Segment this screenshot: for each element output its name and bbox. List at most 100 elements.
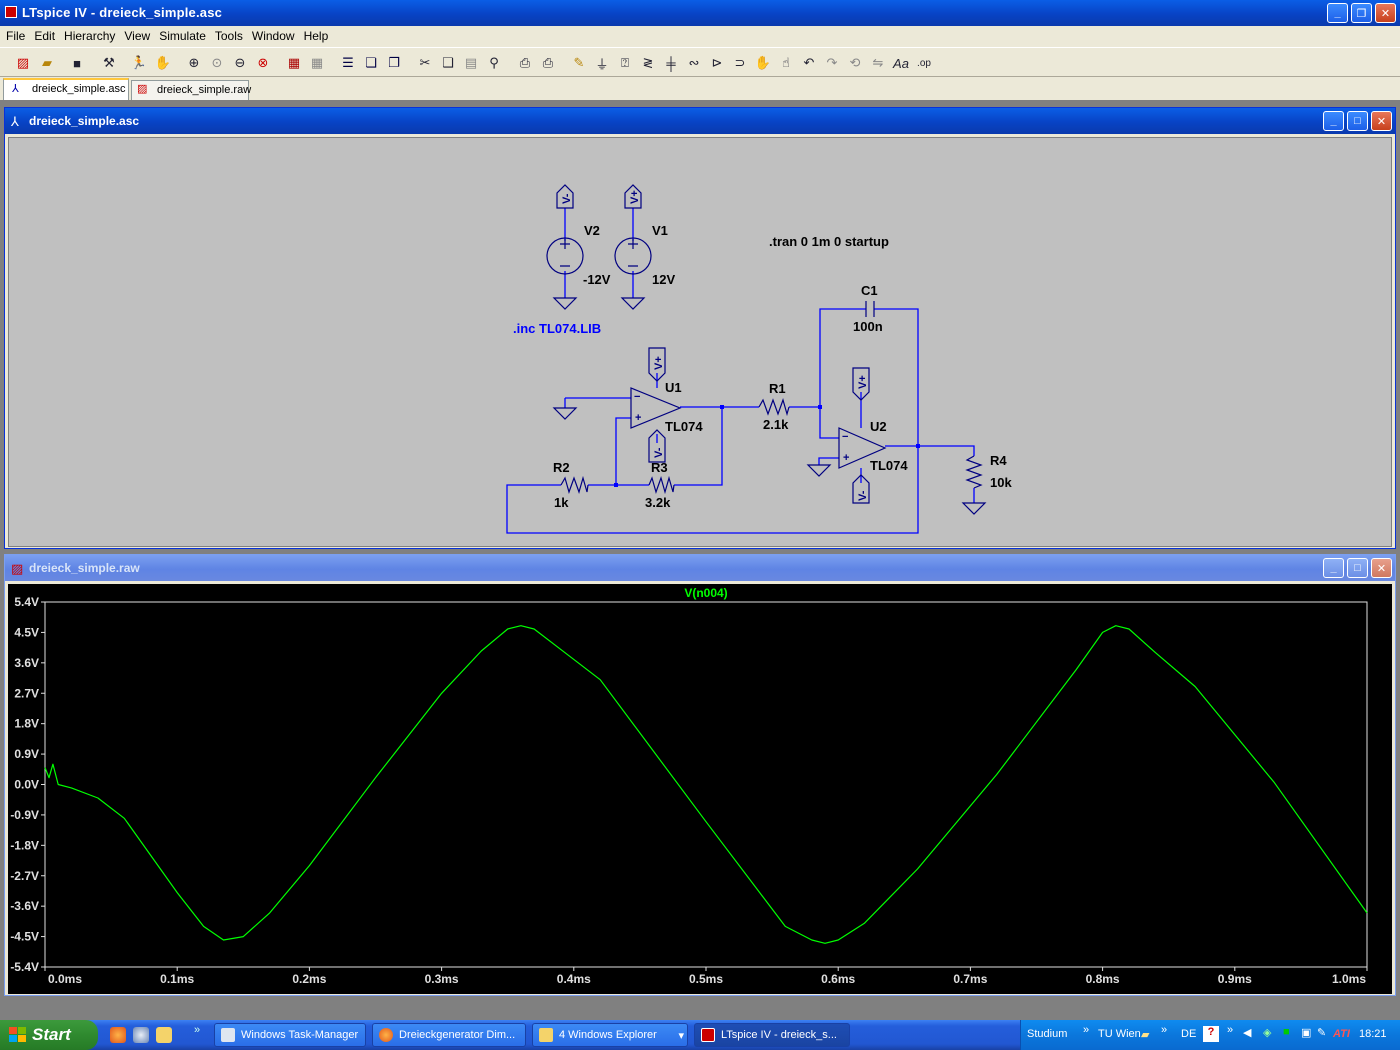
inductor-icon[interactable]: ∾ — [688, 55, 700, 70]
control-panel-icon[interactable]: ⚒ — [103, 55, 115, 70]
y-tick-label: 3.6V — [14, 656, 39, 670]
clock[interactable]: 18:21 — [1359, 1028, 1387, 1040]
plot-frame — [44, 601, 1368, 968]
waveform-title-bar[interactable]: ▨ dreieck_simple.raw _ □ ✕ — [5, 555, 1395, 581]
waveform-maximize-button[interactable]: □ — [1347, 558, 1368, 578]
component-icon[interactable]: ⊃ — [734, 55, 746, 70]
schematic-maximize-button[interactable]: □ — [1347, 111, 1368, 131]
restore-button[interactable]: ❐ — [1351, 3, 1372, 23]
quicklaunch-chevron-icon[interactable]: » — [194, 1024, 201, 1036]
capacitor-icon[interactable]: ╪ — [666, 55, 676, 71]
menu-hierarchy[interactable]: Hierarchy — [64, 29, 116, 43]
u2-vplus-label: V+ — [857, 375, 869, 389]
new-schematic-icon[interactable]: ▨ — [16, 55, 30, 70]
cascade-icon[interactable]: ❐ — [388, 55, 400, 70]
tuwien-chevron-icon[interactable]: » — [1161, 1024, 1168, 1036]
resistor-icon[interactable]: ≷ — [642, 55, 654, 70]
mirror-icon[interactable]: ⇋ — [872, 55, 884, 70]
paste-icon[interactable]: ▤ — [464, 55, 478, 70]
ltspice-task-icon — [701, 1028, 715, 1042]
v2-value: -12V — [583, 272, 611, 287]
display-tray-icon[interactable]: ▣ — [1301, 1027, 1312, 1039]
menu-file[interactable]: File — [6, 29, 26, 43]
tab-waveform[interactable]: ▨ dreieck_simple.raw — [131, 80, 251, 100]
drag-icon[interactable]: ☝ — [782, 55, 790, 70]
inc-directive[interactable]: .inc TL074.LIB — [513, 321, 601, 336]
task-windows-explorer[interactable]: 4 Windows Explorer ▾ — [532, 1023, 688, 1047]
trace-vn004-line[interactable] — [44, 625, 1368, 944]
network-tray-icon[interactable]: ◈ — [1263, 1027, 1272, 1039]
waveform-close-button[interactable]: ✕ — [1371, 558, 1392, 578]
schematic-minimize-button[interactable]: _ — [1323, 111, 1344, 131]
start-button[interactable]: Start — [0, 1020, 98, 1050]
tab-schematic[interactable]: ⅄ dreieck_simple.asc — [3, 78, 129, 100]
tab-schematic-label: dreieck_simple.asc — [32, 83, 126, 95]
tile-vertical-icon[interactable]: ❏ — [365, 55, 377, 70]
spice-directive-icon[interactable]: .op — [917, 57, 931, 69]
menu-tools[interactable]: Tools — [214, 29, 243, 43]
task-task-manager[interactable]: Windows Task-Manager — [214, 1023, 366, 1047]
run-icon[interactable]: 🏃 — [130, 55, 148, 70]
move-icon[interactable]: ✋ — [754, 55, 772, 70]
open-icon[interactable]: ▰ — [42, 55, 52, 70]
redo-icon[interactable]: ↷ — [826, 55, 838, 70]
zoom-fit-icon[interactable]: ⊗ — [257, 55, 269, 70]
autoscale-icon[interactable]: ▦ — [287, 55, 301, 70]
tray-chevron-icon[interactable]: » — [1227, 1024, 1234, 1036]
tray-tuwien[interactable]: TU Wien — [1098, 1028, 1141, 1040]
firefox-quicklaunch-icon[interactable] — [110, 1027, 126, 1043]
firefox-icon — [379, 1028, 393, 1042]
print-setup-icon[interactable]: ⎙ — [519, 55, 531, 70]
menu-window[interactable]: Window — [251, 29, 295, 43]
studium-chevron-icon[interactable]: » — [1083, 1024, 1090, 1036]
tray-app-icon[interactable]: ■ — [1283, 1026, 1290, 1038]
x-tick-label: 0.4ms — [557, 972, 591, 986]
tran-directive[interactable]: .tran 0 1m 0 startup — [769, 234, 889, 249]
find-icon[interactable]: ⚲ — [489, 55, 499, 70]
main-title-bar[interactable]: LTspice IV - dreieck_simple.asc _ ❐ ✕ — [0, 0, 1400, 26]
safely-remove-tray-icon[interactable]: ✎ — [1317, 1027, 1327, 1039]
zoom-in-icon[interactable]: ⊕ — [188, 55, 200, 70]
copy-icon[interactable]: ❑ — [442, 55, 454, 70]
task-firefox-label: Dreieckgenerator Dim... — [399, 1029, 516, 1041]
draw-wire-icon[interactable]: ✎ — [573, 55, 585, 70]
schematic-canvas[interactable]: − + − + V- V+ V+ V- V+ V- V2 -12V V1 12V… — [8, 137, 1392, 547]
schematic-title-bar[interactable]: ⅄ dreieck_simple.asc _ □ ✕ — [5, 108, 1395, 134]
help-tray-icon[interactable]: ? — [1203, 1026, 1219, 1042]
diode-icon[interactable]: ⊳ — [711, 55, 723, 70]
tile-horizontal-icon[interactable]: ☰ — [342, 55, 354, 70]
ati-tray-icon[interactable]: ATI — [1333, 1028, 1350, 1040]
grid-icon[interactable]: ▦ — [310, 55, 324, 70]
tuwien-folder-icon[interactable]: ▰ — [1141, 1029, 1150, 1041]
cut-icon[interactable]: ✂ — [419, 55, 431, 70]
label-net-icon[interactable]: ⍰ — [621, 55, 629, 70]
rotate-icon[interactable]: ⟲ — [849, 55, 861, 70]
y-tick-label: -5.4V — [10, 960, 39, 974]
ground-icon[interactable]: ⏚ — [595, 56, 609, 72]
r1-name: R1 — [769, 381, 786, 396]
tray-studium[interactable]: Studium — [1027, 1028, 1068, 1040]
task-firefox[interactable]: Dreieckgenerator Dim... — [372, 1023, 526, 1047]
waveform-minimize-button[interactable]: _ — [1323, 558, 1344, 578]
zoom-out-icon[interactable]: ⊖ — [234, 55, 246, 70]
menu-help[interactable]: Help — [303, 29, 329, 43]
explorer-quicklaunch-icon[interactable] — [156, 1027, 172, 1043]
text-icon[interactable]: Aa — [893, 55, 909, 71]
schematic-close-button[interactable]: ✕ — [1371, 111, 1392, 131]
print-icon[interactable]: ⎙ — [542, 55, 554, 70]
menu-edit[interactable]: Edit — [34, 29, 56, 43]
task-ltspice[interactable]: LTspice IV - dreieck_s... — [694, 1023, 850, 1047]
tray-back-icon[interactable]: ◀ — [1243, 1027, 1252, 1039]
desktop-quicklaunch-icon[interactable] — [133, 1027, 149, 1043]
halt-icon[interactable]: ✋ — [154, 55, 172, 70]
language-indicator[interactable]: DE — [1181, 1028, 1197, 1040]
menu-view[interactable]: View — [124, 29, 151, 43]
save-icon[interactable]: ■ — [73, 55, 81, 71]
close-button[interactable]: ✕ — [1375, 3, 1396, 23]
menu-simulate[interactable]: Simulate — [159, 29, 206, 43]
trace-label-vn004[interactable]: V(n004) — [684, 586, 727, 600]
zoom-pan-icon[interactable]: ⊙ — [211, 55, 223, 70]
undo-icon[interactable]: ↶ — [803, 55, 815, 70]
minimize-button[interactable]: _ — [1327, 3, 1348, 23]
